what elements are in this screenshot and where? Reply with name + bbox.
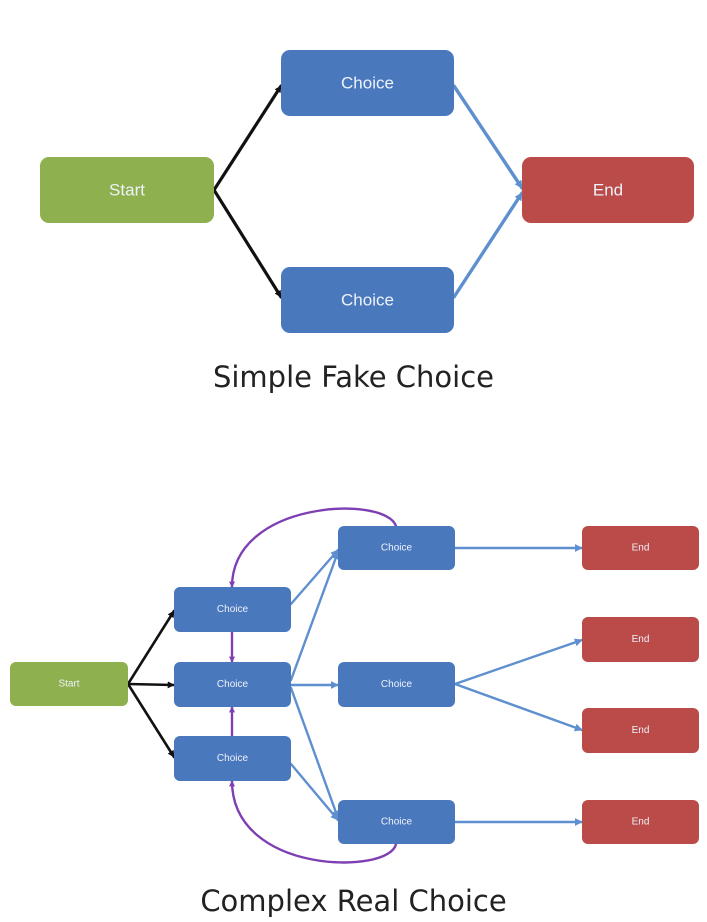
complex-arrow-c_mid-to-d1 <box>289 550 340 682</box>
end-box <box>582 800 699 844</box>
simple-node-choice2: Choice <box>281 267 454 333</box>
choice-box <box>174 662 291 707</box>
complex-arrow-d2-to-e2 <box>453 638 584 686</box>
choice-label: Choice <box>217 679 249 690</box>
choice-label: Choice <box>381 543 413 554</box>
choice-box <box>174 736 291 781</box>
end-box <box>582 708 699 753</box>
complex-diagram-edges <box>126 507 584 864</box>
choice-box <box>281 267 454 333</box>
simple-arrow-start-to-choice2 <box>212 188 283 299</box>
end-label: End <box>632 725 650 736</box>
end-box <box>522 157 694 223</box>
complex-arrow-d3-to-c_bot <box>229 779 398 864</box>
choice-label: Choice <box>381 679 413 690</box>
complex-node-e1: End <box>582 526 699 570</box>
simple-node-choice1: Choice <box>281 50 454 116</box>
choice-label: Choice <box>381 817 413 828</box>
choice-label: Choice <box>341 291 394 310</box>
simple-diagram-caption: Simple Fake Choice <box>212 360 495 394</box>
complex-node-start: Start <box>10 662 128 706</box>
choice-label: Choice <box>341 74 394 93</box>
end-label: End <box>593 181 623 200</box>
complex-node-d2: Choice <box>338 662 455 707</box>
start-box <box>40 157 214 223</box>
choice-label: Choice <box>217 753 249 764</box>
choice-box <box>174 587 291 632</box>
complex-node-c_bot: Choice <box>174 736 291 781</box>
end-label: End <box>632 543 650 554</box>
complex-node-e4: End <box>582 800 699 844</box>
complex-node-c_mid: Choice <box>174 662 291 707</box>
choice-box <box>338 800 455 844</box>
simple-arrow-choice1-to-end <box>452 84 524 190</box>
end-label: End <box>632 634 650 645</box>
end-box <box>582 617 699 662</box>
start-label: Start <box>109 181 145 200</box>
complex-node-e2: End <box>582 617 699 662</box>
choice-box <box>281 50 454 116</box>
start-label: Start <box>58 679 79 690</box>
complex-arrow-c_bot-to-d3 <box>289 762 340 822</box>
complex-arrow-c_top-to-d1 <box>289 548 340 606</box>
end-label: End <box>632 817 650 828</box>
simple-node-start: Start <box>40 157 214 223</box>
complex-diagram-nodes: StartChoiceChoiceChoiceChoiceChoiceChoic… <box>10 526 699 844</box>
complex-arrow-start-to-c_top <box>126 609 176 686</box>
choice-box <box>338 526 455 570</box>
complex-diagram-caption: Complex Real Choice <box>200 884 507 918</box>
choice-box <box>338 662 455 707</box>
complex-arrow-start-to-c_bot <box>126 682 176 759</box>
complex-arrow-c_mid-to-d3 <box>289 686 340 820</box>
complex-arrow-start-to-c_mid <box>126 681 176 689</box>
simple-arrow-start-to-choice1 <box>212 84 283 192</box>
simple-diagram-edges <box>212 84 524 299</box>
start-box <box>10 662 128 706</box>
complex-node-e3: End <box>582 708 699 753</box>
complex-node-d3: Choice <box>338 800 455 844</box>
complex-arrow-d1-to-c_top <box>229 507 398 589</box>
end-box <box>582 526 699 570</box>
complex-node-d1: Choice <box>338 526 455 570</box>
simple-arrow-choice2-to-end <box>452 191 524 299</box>
choice-label: Choice <box>217 604 249 615</box>
simple-node-end: End <box>522 157 694 223</box>
complex-node-c_top: Choice <box>174 587 291 632</box>
complex-arrow-d2-to-e3 <box>453 682 584 732</box>
